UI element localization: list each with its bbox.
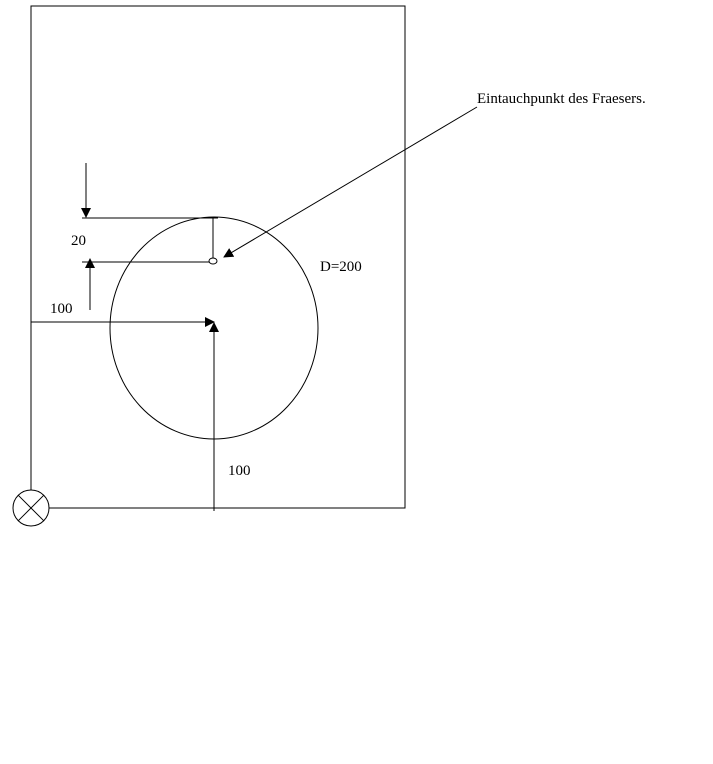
dim-100-vertical-label: 100 bbox=[228, 463, 251, 479]
leader-arrow bbox=[223, 106, 478, 258]
dim-100-horizontal-label: 100 bbox=[50, 301, 73, 317]
origin-symbol-icon bbox=[12, 489, 50, 527]
plunge-point-label: Eintauchpunkt des Fraesers. bbox=[477, 91, 646, 107]
diameter-label: D=200 bbox=[320, 259, 362, 275]
dim-20-label: 20 bbox=[71, 233, 86, 249]
plunge-point-marker bbox=[208, 257, 218, 265]
workpiece-rectangle bbox=[30, 5, 406, 509]
